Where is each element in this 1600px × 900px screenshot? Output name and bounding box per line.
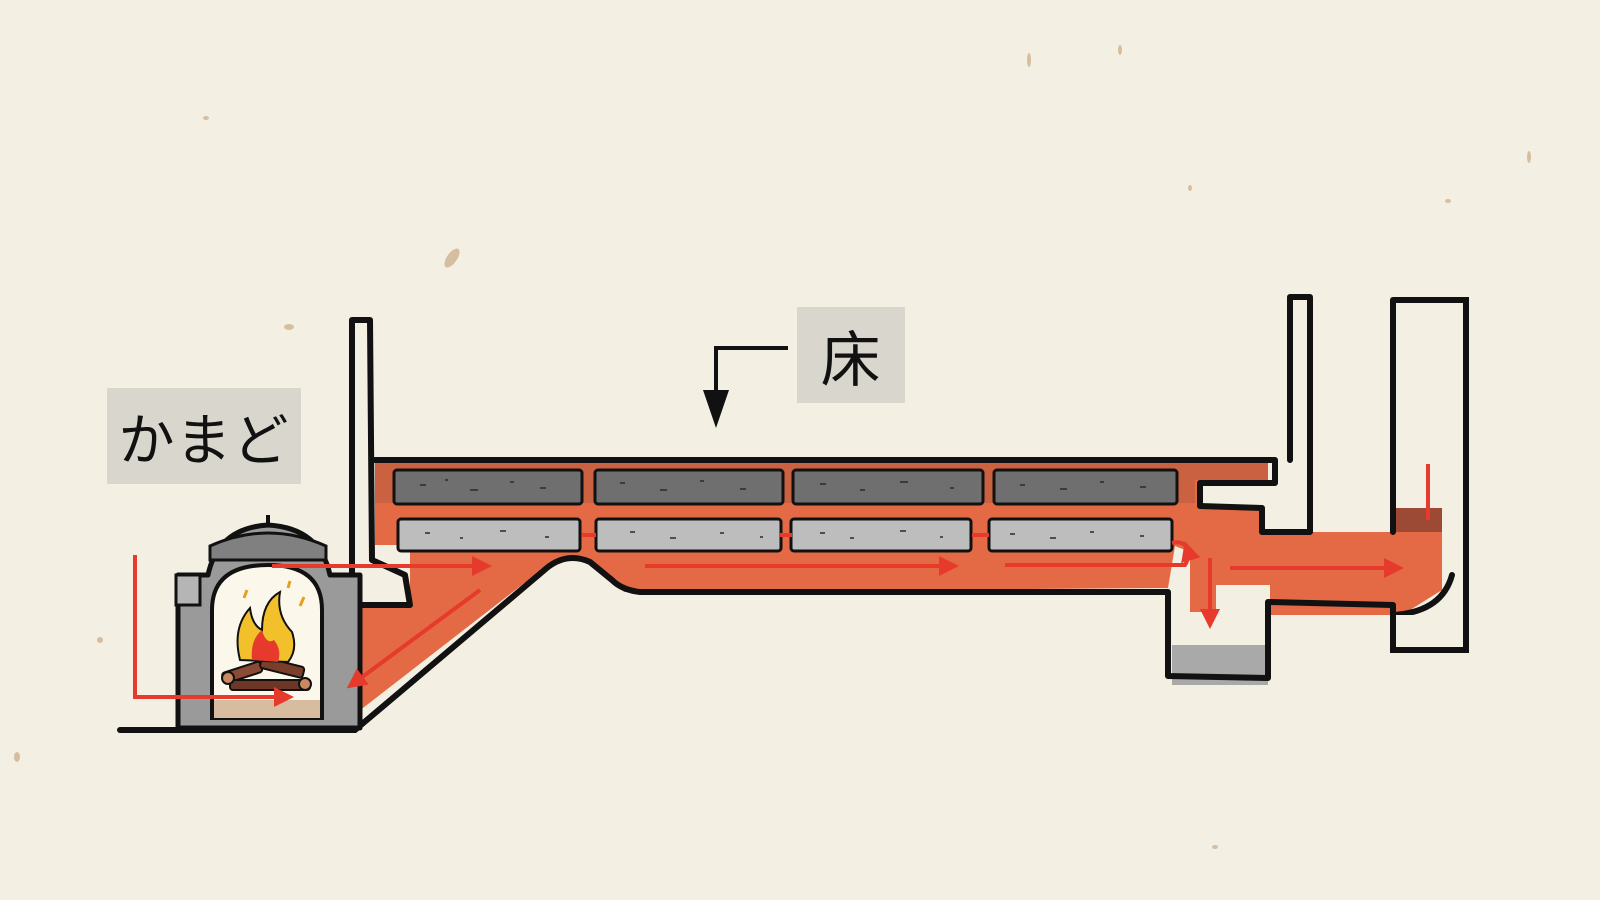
flow-arrows <box>133 464 1430 707</box>
kamado-label: かまど <box>107 388 301 484</box>
paper-texture <box>14 45 1531 849</box>
stones-top-row <box>392 468 1179 506</box>
intake-arrow <box>133 555 294 707</box>
floor-label: 床 <box>797 307 905 403</box>
chimney-band <box>1393 508 1442 532</box>
arrow-down-slope <box>346 588 482 689</box>
firewood-icon <box>221 656 312 691</box>
stones-bottom-row <box>396 517 1174 553</box>
chimney-base <box>1396 615 1463 647</box>
fire-icon <box>236 580 306 664</box>
link-b <box>1171 540 1192 553</box>
structure-outline <box>117 294 1469 733</box>
chimney-outline <box>1390 297 1469 653</box>
stone-speckles <box>420 479 1146 539</box>
down-arrow-icon <box>703 346 788 428</box>
